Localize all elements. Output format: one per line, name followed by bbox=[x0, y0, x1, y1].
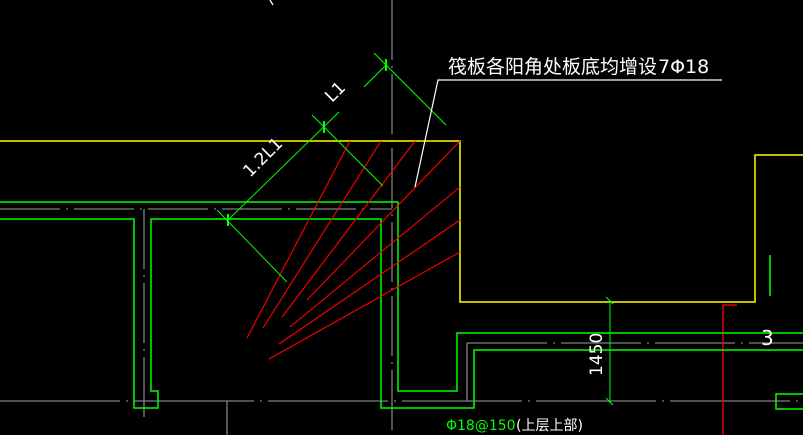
annotation-note: 筏板各阳角处板底均增设 bbox=[448, 56, 657, 78]
annotation-rebar: 7Φ18 bbox=[658, 56, 709, 78]
dimension-lines bbox=[216, 52, 614, 406]
dim-mark: 3 bbox=[761, 326, 774, 350]
dim-l1: L1 bbox=[321, 78, 349, 106]
rebar-2 bbox=[262, 140, 382, 329]
wall-outlines bbox=[0, 201, 803, 410]
corner-rebar-fan bbox=[246, 140, 461, 360]
bottom-position-label: (上层上部) bbox=[516, 418, 583, 434]
rebar-1 bbox=[246, 140, 351, 339]
leader-line bbox=[414, 79, 722, 188]
rebar-5 bbox=[289, 186, 461, 328]
rebar-6 bbox=[278, 219, 461, 345]
rebar-7 bbox=[268, 251, 461, 360]
rebar-3 bbox=[281, 140, 416, 318]
rebar-4 bbox=[306, 140, 461, 301]
bottom-rebar-label: Φ18@150 bbox=[446, 418, 516, 434]
dim-depth: 1450 bbox=[587, 333, 607, 376]
slab-edge bbox=[0, 140, 803, 303]
